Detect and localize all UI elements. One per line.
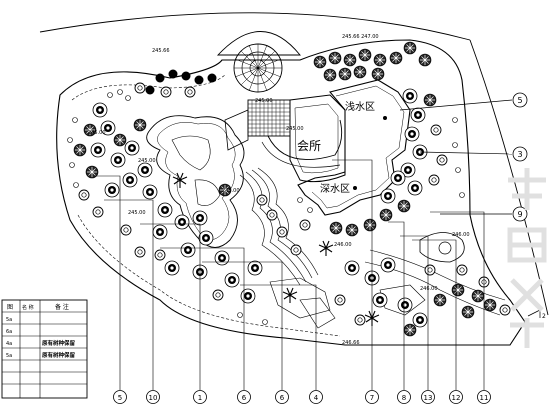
elevation-label: 245.00	[286, 126, 304, 132]
legend-code: 5a	[6, 317, 12, 323]
callout-number: 12	[452, 394, 461, 402]
zone-label-hall: 会所	[297, 139, 321, 153]
elevation-label: 246.00	[420, 286, 438, 292]
bottom-callout-bubbles: 5 10 1 6 6 4 7 8 13 12 11	[113, 390, 491, 404]
legend-header: 图	[7, 304, 13, 311]
callout-number: 6	[280, 394, 285, 402]
right-callout-bubbles: 5 3 9	[512, 92, 528, 222]
bottom-callout-leaders	[94, 159, 485, 390]
callout-number: 6	[242, 394, 247, 402]
zone-label-shallow: 浅水区	[345, 100, 375, 113]
elevation-labels: 245.66 245.66 247.00 245.00 245.00 245.0…	[88, 34, 470, 346]
elevation-label: 246.66	[342, 340, 360, 346]
legend-note: 原有树种保留	[42, 339, 76, 347]
elevation-label: 246.00	[334, 242, 352, 248]
callout-number: 10	[149, 394, 158, 402]
callout-number: 9	[517, 210, 522, 219]
elevation-label: 245.00	[255, 98, 273, 104]
watermark-logo	[507, 168, 547, 348]
elevation-label: 245.00	[138, 158, 156, 164]
elevation-label: 245.66 247.00	[342, 34, 379, 40]
legend-header: 备 注	[55, 303, 69, 311]
elevation-label: 245.00	[222, 188, 240, 194]
callout-number: 1	[198, 394, 202, 402]
legend-header: 名 称	[22, 304, 34, 311]
site-outline	[56, 39, 526, 346]
site-boundary-arc-right	[469, 39, 549, 316]
callout-number: 4	[314, 394, 319, 402]
legend-code: 4a	[6, 341, 12, 347]
tree-row-top	[134, 41, 432, 98]
right-callouts	[399, 99, 513, 215]
elevation-label: 245.66	[152, 48, 170, 54]
tree-cluster-left	[73, 102, 311, 304]
callout-number: 5	[118, 394, 122, 402]
callout-number: 5	[517, 96, 522, 105]
palm-trees	[172, 172, 380, 327]
callout-number: 13	[424, 394, 433, 402]
rock-lake	[146, 115, 245, 248]
stream	[239, 167, 319, 286]
elevation-label: 246.00	[452, 232, 470, 238]
callout-number: 7	[370, 394, 374, 402]
swimming-pool	[297, 79, 411, 216]
zone-label-deep: 深水区	[320, 183, 350, 195]
callout-number: 8	[402, 394, 406, 402]
clubhouse-plaza	[216, 31, 343, 168]
site-boundary-arc	[39, 12, 471, 41]
elevation-label: 245.00	[128, 210, 146, 216]
compass-label: 2	[542, 313, 546, 320]
legend-code: 5a	[6, 353, 12, 359]
callout-number: 11	[480, 394, 489, 402]
callout-number: 3	[517, 150, 522, 159]
elevation-label: 245.00	[88, 130, 106, 136]
legend-code: 6a	[6, 329, 12, 335]
legend-note: 原有树种保留	[42, 351, 76, 359]
legend-table: 图 名 称 备 注 5a 6a 4a 5a 原有树种保留 原有树种保留	[1, 299, 88, 399]
